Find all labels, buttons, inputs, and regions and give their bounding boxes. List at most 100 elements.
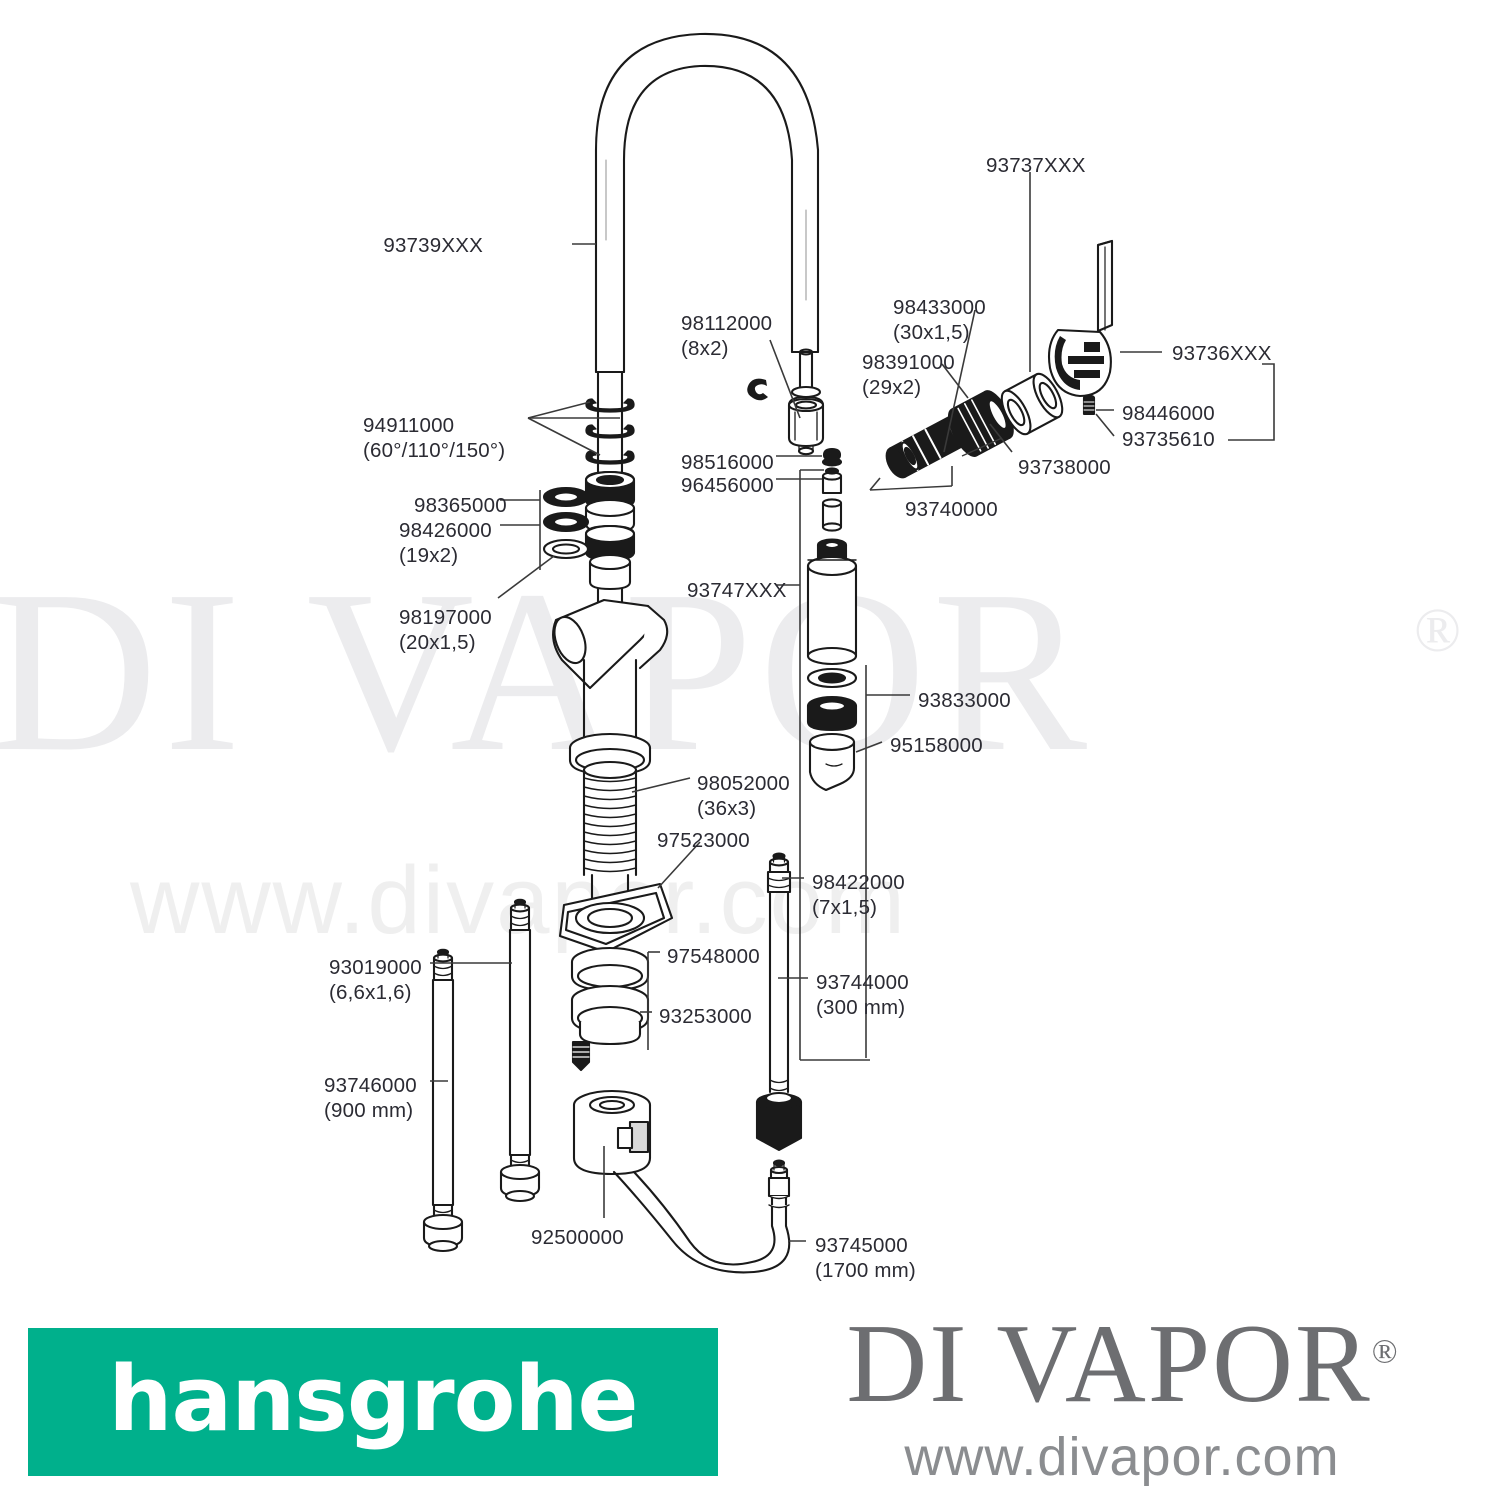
part-spray-barrel (806, 555, 858, 666)
part-spec: (19x2) (399, 544, 459, 567)
part-label-93744000: 93744000(300 mm) (816, 970, 909, 1020)
part-96456000-insert (821, 467, 843, 495)
part-code: 96456000 (681, 474, 774, 497)
part-code: 93735610 (1122, 428, 1215, 451)
part-code: 98197000 (399, 606, 492, 629)
leader-lines (430, 172, 1275, 1242)
part-code: 97548000 (667, 945, 760, 968)
part-code: 93736XXX (1172, 342, 1272, 365)
part-code: 98112000 (681, 312, 773, 335)
part-code: 93744000 (816, 971, 909, 994)
part-93744000-hose (766, 852, 792, 1094)
part-label-98112000: 98112000(8x2) (681, 311, 772, 361)
part-label-93833000: 93833000 (918, 688, 1011, 713)
part-93253000-nut (570, 984, 650, 1046)
part-93019000-hose (499, 898, 541, 1203)
part-spec: (7x1,5) (812, 896, 878, 919)
part-label-96456000: 96456000 (681, 473, 774, 498)
part-code: 98433000 (893, 296, 986, 319)
part-93745000-hose-connector (767, 1159, 791, 1209)
part-label-92500000: 92500000 (531, 1225, 624, 1250)
part-code: 93019000 (329, 956, 422, 979)
hansgrohe-logo-text: hansgrohe (108, 1347, 638, 1452)
divapor-wordmark: DI VAPOR (846, 1302, 1372, 1426)
divapor-logo: DI VAPOR® www.divapor.com (752, 1305, 1492, 1488)
part-98433000-ring (947, 390, 1014, 457)
part-93736-handle-lever (1047, 239, 1114, 398)
part-98391000-oring (790, 385, 822, 399)
part-label-97523000: 97523000 (657, 828, 750, 853)
part-label-93740000: 93740000 (905, 497, 998, 522)
part-grub-screw (571, 1040, 591, 1072)
part-code: 92500000 (531, 1226, 624, 1249)
part-98112000-oring (787, 395, 825, 456)
part-93833000-seal (806, 667, 858, 732)
part-label-93019000: 93019000(6,6x1,6) (329, 955, 422, 1005)
part-label-93738000: 93738000 (1018, 455, 1111, 480)
part-97548000-washer (570, 946, 650, 992)
registered-trademark-icon: ® (1371, 1333, 1398, 1371)
part-label-98426000: 98426000(19x2) (399, 518, 492, 568)
part-spec: (900 mm) (324, 1099, 414, 1122)
part-label-94911000: 94911000(60°/110°/150°) (363, 413, 505, 463)
part-code: 93833000 (918, 689, 1011, 712)
part-spec: (60°/110°/150°) (363, 439, 506, 462)
part-code: 93737XXX (986, 154, 1086, 177)
part-spec: (30x1,5) (893, 321, 970, 344)
part-code: 95158000 (890, 734, 983, 757)
part-code: 98391000 (862, 351, 955, 374)
part-code: 93746000 (324, 1074, 417, 1097)
part-label-98433000: 98433000(30x1,5) (893, 295, 986, 345)
part-label-98422000: 98422000(7x1,5) (812, 870, 905, 920)
part-92500000-weight (572, 1089, 652, 1176)
part-98446000-pin (1082, 394, 1096, 416)
part-code: 93253000 (659, 1005, 752, 1028)
part-spec: (6,6x1,6) (329, 981, 412, 1004)
part-main-body (552, 598, 669, 759)
part-97523000-bracket (558, 882, 674, 954)
part-label-93736xxx: 93736XXX (1172, 341, 1272, 366)
part-c-clip (747, 378, 768, 401)
part-label-97548000: 97548000 (667, 944, 760, 969)
part-label-93739xxx: 93739XXX (383, 233, 483, 258)
part-98197000-oring (542, 538, 590, 560)
part-pulldown-hose (612, 1170, 791, 1274)
part-93747-spray-column (806, 447, 858, 666)
part-93746000-hose (422, 948, 464, 1253)
part-small-cylinder (821, 498, 843, 532)
part-code: 98426000 (399, 519, 492, 542)
part-spec: (29x2) (862, 376, 922, 399)
part-label-93746000: 93746000(900 mm) (324, 1073, 417, 1123)
part-label-93253000: 93253000 (659, 1004, 752, 1029)
part-label-98391000: 98391000(29x2) (862, 350, 955, 400)
part-98365000-ring (542, 486, 590, 508)
part-code: 97523000 (657, 829, 750, 852)
part-label-95158000: 95158000 (890, 733, 983, 758)
hansgrohe-logo: hansgrohe (28, 1328, 718, 1476)
part-95158000-outlet (808, 732, 856, 792)
divapor-logo-text: DI VAPOR® (846, 1305, 1398, 1424)
part-code: 98422000 (812, 871, 905, 894)
part-code: 98052000 (697, 772, 790, 795)
part-body-ring-stack (584, 470, 636, 591)
part-label-98052000: 98052000(36x3) (697, 771, 790, 821)
divapor-url: www.divapor.com (904, 1426, 1340, 1487)
part-98052000-thread (582, 760, 638, 877)
part-93738000-ring (1000, 372, 1064, 436)
part-94911000-limit-rings (585, 398, 635, 465)
part-code: 93747XXX (687, 579, 787, 602)
part-sleeve-bushing (818, 412, 844, 448)
part-spec: (36x3) (697, 797, 757, 820)
part-label-93745000: 93745000(1700 mm) (815, 1233, 916, 1283)
part-label-98446000: 98446000 (1122, 401, 1215, 426)
part-label-98516000: 98516000 (681, 450, 774, 475)
part-code: 98446000 (1122, 402, 1215, 425)
part-hose-coupler-black (755, 1091, 803, 1152)
part-label-93747xxx: 93747XXX (687, 578, 787, 603)
part-code: 93740000 (905, 498, 998, 521)
part-label-93737xxx: 93737XXX (986, 153, 1086, 178)
part-spec: (8x2) (681, 337, 729, 360)
part-spec: (1700 mm) (815, 1259, 916, 1282)
part-spout-gooseneck (594, 32, 820, 374)
